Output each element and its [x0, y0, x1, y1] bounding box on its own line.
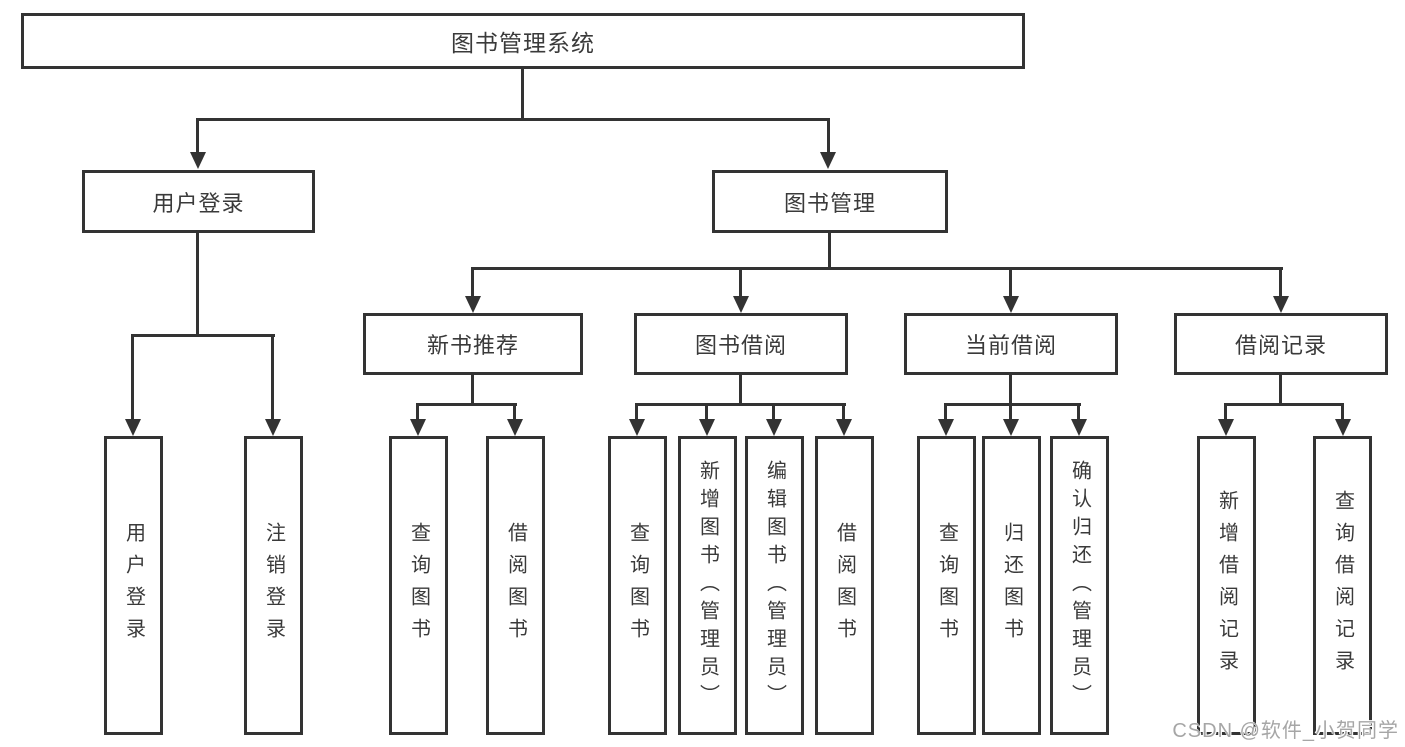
connector-line — [471, 267, 1283, 270]
leaf-borrow-borrow-books: 借阅图书 — [815, 436, 874, 735]
connector-line — [1341, 403, 1344, 423]
connector-line — [471, 267, 474, 299]
connector-line — [131, 334, 275, 337]
leaf-query-borrow-record: 查询借阅记录 — [1313, 436, 1372, 735]
connector-line — [635, 403, 638, 423]
connector-line — [944, 403, 947, 423]
connector-line — [739, 375, 742, 406]
connector-line — [1009, 403, 1012, 423]
leaf-confirm-return-admin-label: 确认归还（管理员） — [1068, 459, 1091, 712]
leaf-return-book: 归还图书 — [982, 436, 1041, 735]
node-book-borrow-label: 图书借阅 — [694, 333, 787, 358]
connector-line — [1009, 267, 1012, 299]
connector-line — [521, 69, 524, 121]
arrow-down-icon — [1003, 296, 1019, 313]
node-new-book-recommend-label: 新书推荐 — [426, 333, 519, 358]
arrow-down-icon — [1071, 419, 1087, 436]
leaf-borrow-query-books: 查询图书 — [608, 436, 667, 735]
node-current-borrow: 当前借阅 — [904, 313, 1118, 375]
connector-line — [635, 403, 846, 406]
arrow-down-icon — [465, 296, 481, 313]
leaf-borrow-borrow-books-label: 借阅图书 — [833, 521, 856, 650]
connector-line — [416, 403, 517, 406]
arrow-down-icon — [699, 419, 715, 436]
connector-line — [1279, 375, 1282, 406]
arrow-down-icon — [265, 419, 281, 436]
node-user-login-label: 用户登录 — [152, 190, 245, 216]
connector-line — [944, 403, 1081, 406]
leaf-current-query-books: 查询图书 — [917, 436, 976, 735]
leaf-recommend-query-books: 查询图书 — [389, 436, 448, 735]
leaf-recommend-borrow-books: 借阅图书 — [486, 436, 545, 735]
arrow-down-icon — [836, 419, 852, 436]
leaf-user-login: 用户登录 — [104, 436, 163, 735]
connector-line — [196, 118, 199, 155]
leaf-add-book-admin: 新增图书（管理员） — [678, 436, 737, 735]
connector-line — [1009, 375, 1012, 406]
leaf-recommend-borrow-books-label: 借阅图书 — [504, 521, 527, 650]
arrow-down-icon — [1218, 419, 1234, 436]
arrow-down-icon — [1335, 419, 1351, 436]
arrow-down-icon — [1003, 419, 1019, 436]
leaf-query-borrow-record-label: 查询借阅记录 — [1331, 489, 1354, 682]
arrow-down-icon — [1273, 296, 1289, 313]
node-book-management-label: 图书管理 — [783, 190, 876, 216]
node-book-management: 图书管理 — [712, 170, 948, 233]
connector-line — [772, 403, 775, 423]
connector-line — [1279, 267, 1282, 299]
arrow-down-icon — [938, 419, 954, 436]
arrow-down-icon — [766, 419, 782, 436]
connector-line — [705, 403, 708, 423]
connector-line — [842, 403, 845, 423]
connector-line — [513, 403, 516, 423]
connector-line — [828, 233, 831, 270]
arrow-down-icon — [125, 419, 141, 436]
connector-line — [1224, 403, 1227, 423]
node-borrow-records: 借阅记录 — [1174, 313, 1388, 375]
leaf-user-login-label: 用户登录 — [122, 521, 145, 650]
leaf-add-borrow-record-label: 新增借阅记录 — [1215, 489, 1238, 682]
connector-line — [739, 267, 742, 299]
connector-line — [827, 118, 830, 155]
node-user-login: 用户登录 — [82, 170, 315, 233]
leaf-return-book-label: 归还图书 — [1000, 521, 1023, 650]
connector-line — [1224, 403, 1344, 406]
connector-line — [471, 375, 474, 406]
connector-line — [1077, 403, 1080, 423]
connector-line — [271, 334, 274, 422]
node-borrow-records-label: 借阅记录 — [1234, 333, 1327, 358]
leaf-confirm-return-admin: 确认归还（管理员） — [1050, 436, 1109, 735]
arrow-down-icon — [733, 296, 749, 313]
node-new-book-recommend: 新书推荐 — [363, 313, 583, 375]
leaf-recommend-query-books-label: 查询图书 — [407, 521, 430, 650]
leaf-borrow-query-books-label: 查询图书 — [626, 521, 649, 650]
watermark: CSDN @软件_小贺同学 — [1172, 720, 1399, 742]
leaf-add-book-admin-label: 新增图书（管理员） — [696, 459, 719, 712]
node-root-label: 图书管理系统 — [451, 30, 595, 56]
node-current-borrow-label: 当前借阅 — [964, 333, 1057, 358]
connector-line — [196, 233, 199, 337]
leaf-logout: 注销登录 — [244, 436, 303, 735]
node-book-borrow: 图书借阅 — [634, 313, 848, 375]
node-root: 图书管理系统 — [21, 13, 1025, 69]
arrow-down-icon — [820, 152, 836, 169]
leaf-edit-book-admin: 编辑图书（管理员） — [745, 436, 804, 735]
arrow-down-icon — [190, 152, 206, 169]
leaf-logout-label: 注销登录 — [262, 521, 285, 650]
leaf-add-borrow-record: 新增借阅记录 — [1197, 436, 1256, 735]
arrow-down-icon — [410, 419, 426, 436]
leaf-current-query-books-label: 查询图书 — [935, 521, 958, 650]
arrow-down-icon — [507, 419, 523, 436]
connector-line — [416, 403, 419, 423]
arrow-down-icon — [629, 419, 645, 436]
leaf-edit-book-admin-label: 编辑图书（管理员） — [763, 459, 786, 712]
connector-line — [197, 118, 830, 121]
connector-line — [131, 334, 134, 422]
